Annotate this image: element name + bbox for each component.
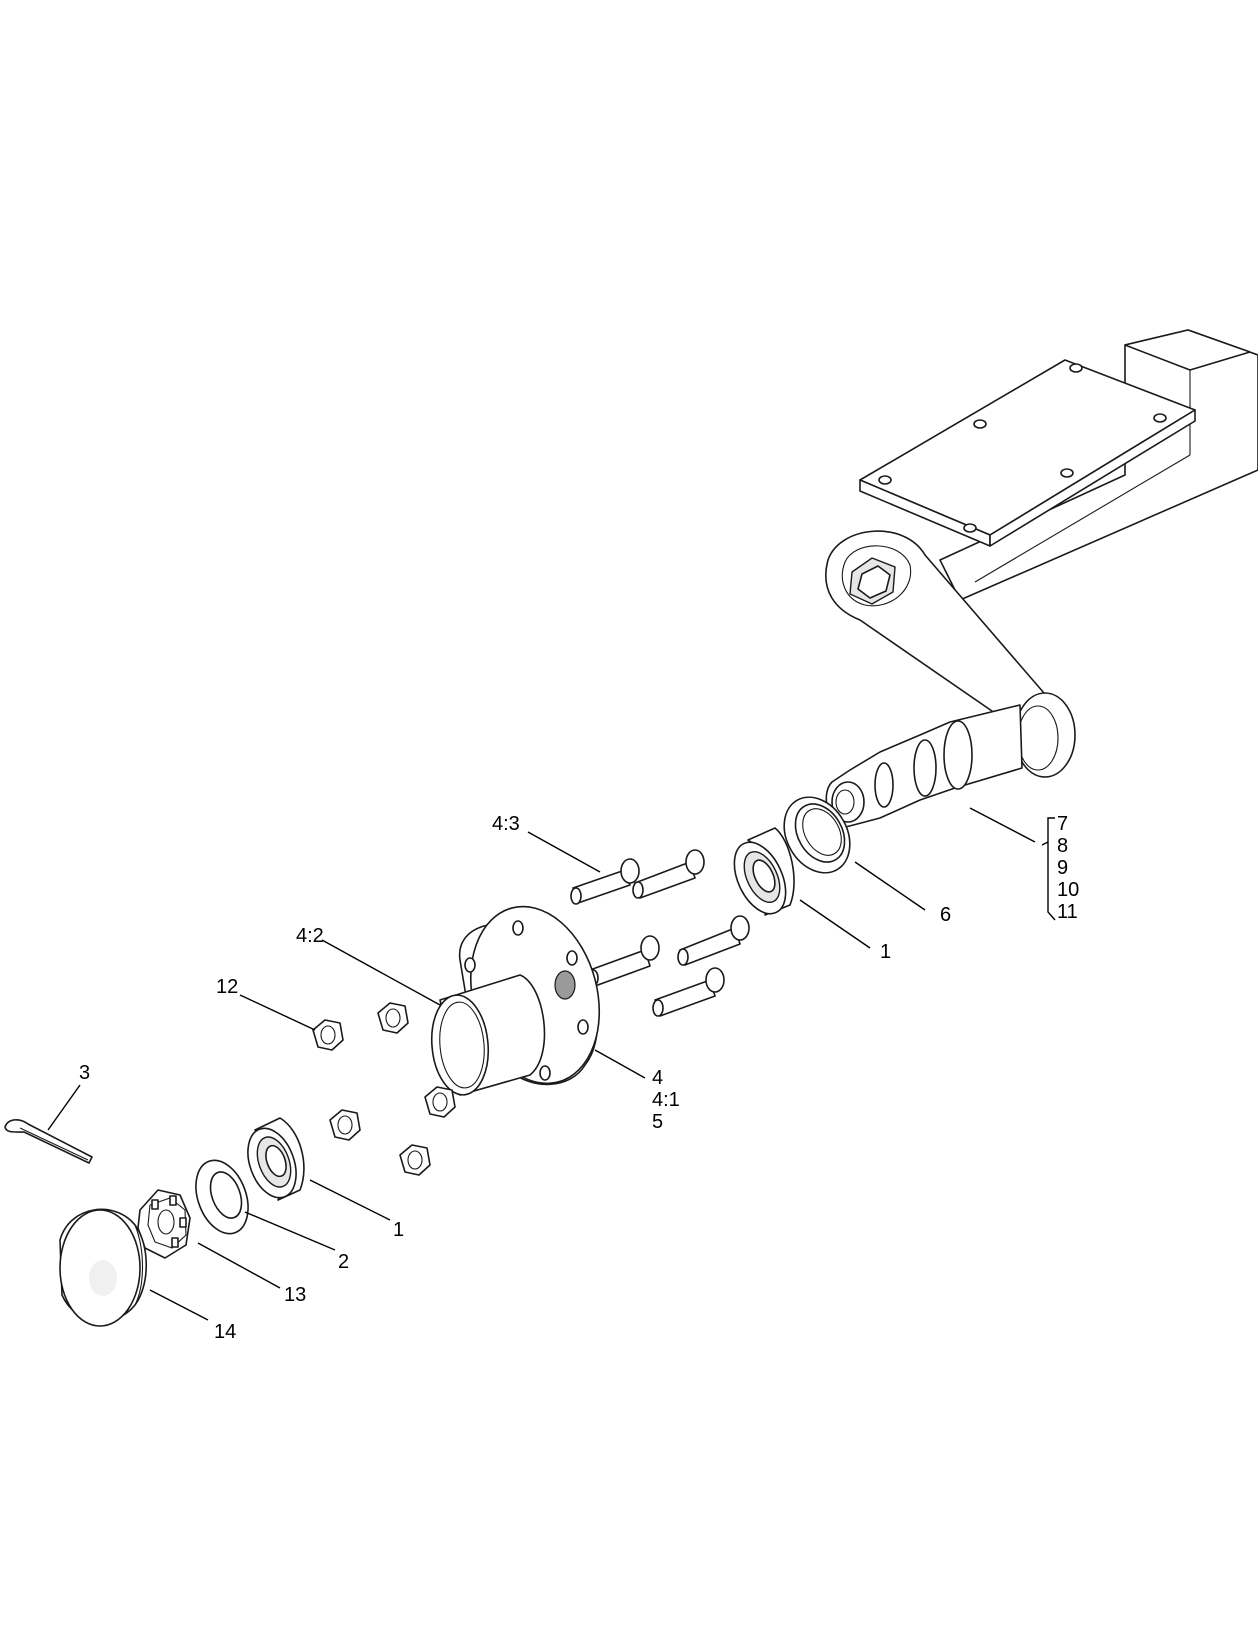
hub (430, 905, 601, 1096)
callout-13: 13 (284, 1284, 306, 1306)
leader-2 (244, 1211, 336, 1251)
leader-3 (47, 1084, 81, 1131)
leader-7-11 (969, 807, 1036, 843)
callout-6: 6 (940, 904, 951, 926)
callout-5: 5 (652, 1111, 663, 1133)
leader-1-lower (309, 1179, 391, 1221)
callout-14: 14 (214, 1321, 236, 1343)
callout-9: 9 (1057, 857, 1068, 879)
lug-nut (377, 1002, 409, 1034)
leader-13 (197, 1242, 281, 1289)
spindle (825, 704, 1023, 829)
leader-lines (47, 807, 1056, 1321)
castle-nut (137, 1189, 191, 1259)
callout-8: 8 (1057, 835, 1068, 857)
lug-nut (399, 1144, 431, 1176)
cotter-pin (4, 1119, 93, 1164)
callout-1-lower: 1 (393, 1219, 404, 1241)
callout-7: 7 (1057, 813, 1068, 835)
wheel-stud (677, 915, 750, 966)
washer (195, 1159, 249, 1235)
leader-12 (239, 994, 316, 1031)
callout-11: 11 (1057, 901, 1078, 923)
callout-labels: 4:3 7 8 9 10 11 6 1 4:2 12 4 4:1 5 3 1 2… (79, 813, 1079, 1343)
callout-10: 10 (1057, 879, 1079, 901)
leader-4-3 (527, 831, 601, 873)
axle-beam (859, 329, 1258, 601)
lug-nut (329, 1109, 361, 1141)
leader-4 (594, 1049, 646, 1079)
dust-cap (59, 1208, 148, 1327)
leader-1-upper (799, 899, 871, 949)
lug-nut (424, 1086, 456, 1118)
bracket-7-11 (1041, 817, 1056, 921)
inner-bearing (733, 827, 795, 916)
callout-1-upper: 1 (880, 941, 891, 963)
callout-2: 2 (338, 1251, 349, 1273)
grease-seal (783, 796, 851, 874)
wheel-stud (632, 849, 705, 899)
plate-bolt-holes (878, 363, 1167, 533)
lug-nut (312, 1019, 344, 1051)
callout-4-3: 4:3 (492, 813, 520, 835)
callout-12: 12 (216, 976, 238, 998)
callout-4-1: 4:1 (652, 1089, 680, 1111)
wheel-studs (570, 849, 750, 1017)
callout-4-2: 4:2 (296, 925, 324, 947)
wheel-stud (587, 935, 660, 987)
leader-6 (854, 861, 926, 911)
leader-14 (149, 1289, 209, 1321)
leader-4-2 (321, 939, 441, 1006)
outer-bearing (247, 1117, 305, 1201)
callout-3: 3 (79, 1062, 90, 1084)
wheel-stud (652, 967, 725, 1017)
callout-4: 4 (652, 1067, 663, 1089)
lug-nuts (312, 1002, 456, 1176)
wheel-stud (570, 858, 640, 905)
